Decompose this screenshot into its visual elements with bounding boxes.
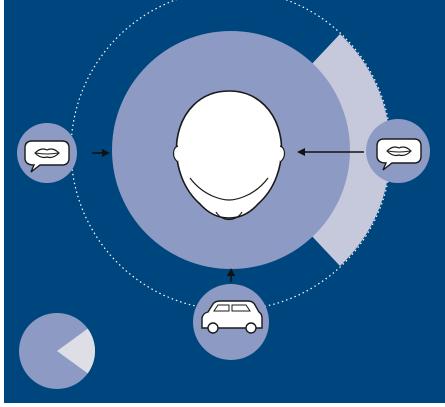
head-icon [172,90,286,221]
right-speech-source [366,119,430,183]
arrow-left-to-head [92,149,110,157]
small-pie-highlight-slice [57,328,96,374]
bottom-vehicle-source [193,284,269,360]
speech-bubble-lips-icon [24,140,70,173]
small-pie-indicator [19,313,96,389]
left-speech-source [17,123,77,183]
car-icon [201,300,263,334]
speech-bubble-lips-icon [376,138,422,171]
arrow-right-to-head [297,148,364,156]
arrow-bottom-to-head [227,268,235,282]
